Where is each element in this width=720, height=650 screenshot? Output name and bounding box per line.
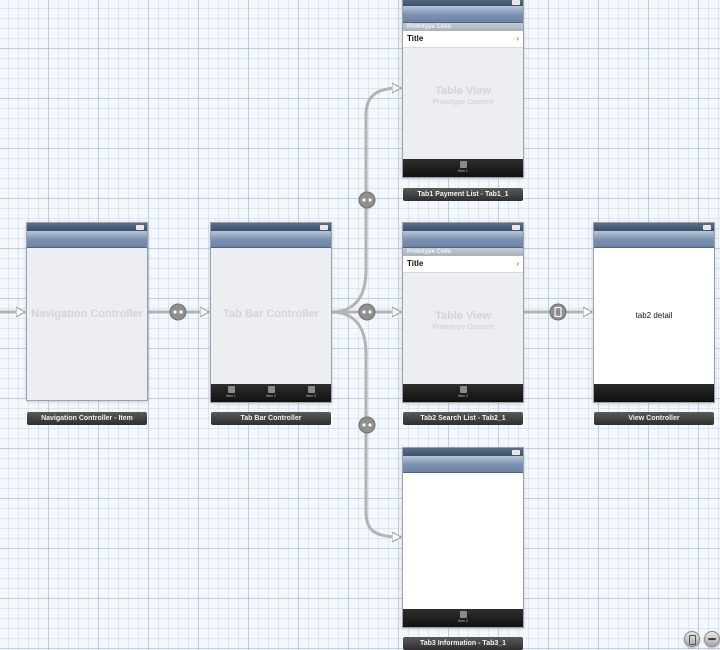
scene-tab1-payment-list[interactable]: Prototype Cells Title › Table View Proto… <box>403 0 523 177</box>
scene-tab3-information[interactable]: Item 3 <box>403 448 523 627</box>
table-view: Prototype Cells Title › Table View Proto… <box>403 248 523 384</box>
scene-label-tab1[interactable]: Tab1 Payment List - Tab1_1 <box>403 188 523 201</box>
scene-placeholder: Tab Bar Controller <box>223 308 319 320</box>
status-bar <box>403 223 523 231</box>
tab-item-icon <box>267 386 275 393</box>
scene-content: Tab Bar Controller <box>211 248 331 384</box>
tab-item-icon <box>227 386 235 393</box>
tab-item-label: Item 1 <box>226 394 236 398</box>
scene-label-tab3[interactable]: Tab3 Information - Tab3_1 <box>403 637 523 650</box>
cell-title: Title <box>407 259 424 268</box>
scene-label-view-controller[interactable]: View Controller <box>594 412 714 425</box>
scene-content <box>403 473 523 609</box>
prototype-cells-header: Prototype Cells <box>403 248 523 256</box>
scene-tab2-search-list[interactable]: Prototype Cells Title › Table View Proto… <box>403 223 523 402</box>
battery-icon <box>512 450 520 455</box>
table-view: Prototype Cells Title › Table View Proto… <box>403 23 523 159</box>
battery-icon <box>512 0 520 5</box>
scene-content: tab2 detail <box>594 248 714 384</box>
detail-label: tab2 detail <box>635 311 673 320</box>
navigation-bar <box>403 231 523 248</box>
tab-bar: Item 1 Item 2 Item 3 <box>211 384 331 402</box>
tab-item-label: Item 1 <box>458 169 468 173</box>
tab-item-label: Item 2 <box>458 394 468 398</box>
scene-label-navigation[interactable]: Navigation Controller - Item <box>27 412 147 425</box>
table-cell[interactable]: Title › <box>403 256 523 273</box>
scene-label-tab-bar[interactable]: Tab Bar Controller <box>211 412 331 425</box>
scene-navigation-controller[interactable]: Navigation Controller <box>27 223 147 400</box>
segue-badge-relationship-icon[interactable] <box>358 191 376 209</box>
battery-icon <box>703 225 711 230</box>
tab-item-label: Item 3 <box>306 394 316 398</box>
table-view-placeholder: Table View <box>435 85 491 97</box>
tab-bar-item[interactable]: Item 1 <box>216 384 246 398</box>
navigation-bar <box>27 231 147 248</box>
tab-bar: Item 3 <box>403 609 523 627</box>
prototype-cells-header: Prototype Cells <box>403 23 523 31</box>
segue-tabbar-to-tab3[interactable] <box>329 310 400 537</box>
chevron-right-icon: › <box>516 259 519 268</box>
zoom-out-icon[interactable] <box>704 631 720 647</box>
segue-badges <box>169 191 567 434</box>
navigation-bar <box>211 231 331 248</box>
navigation-bar <box>594 231 714 248</box>
segue-tabbar-to-tab1[interactable] <box>329 88 400 314</box>
status-bar <box>594 223 714 231</box>
tab-bar: Item 2 <box>403 384 523 402</box>
battery-icon <box>136 225 144 230</box>
table-cell[interactable]: Title › <box>403 31 523 48</box>
scene-view-controller[interactable]: tab2 detail <box>594 223 714 402</box>
segue-badge-push-icon[interactable] <box>549 303 567 321</box>
battery-icon <box>320 225 328 230</box>
scene-tab-bar-controller[interactable]: Tab Bar Controller Item 1 Item 2 Item 3 <box>211 223 331 402</box>
tab-bar: Item 1 <box>403 159 523 177</box>
tab-item-icon <box>307 386 315 393</box>
zoom-fit-icon[interactable] <box>684 631 700 647</box>
battery-icon <box>512 225 520 230</box>
table-view-placeholder: Table View <box>435 310 491 322</box>
scene-label-tab2[interactable]: Tab2 Search List - Tab2_1 <box>403 412 523 425</box>
bottom-bar <box>594 384 714 402</box>
tab-item-icon <box>459 161 467 168</box>
table-view-placeholder-sub: Prototype Content <box>432 324 494 331</box>
status-bar <box>403 0 523 6</box>
cell-title: Title <box>407 34 424 43</box>
tab-item-icon <box>459 611 467 618</box>
segue-badge-relationship-icon[interactable] <box>358 416 376 434</box>
status-bar <box>403 448 523 456</box>
tab-item-label: Item 3 <box>458 619 468 623</box>
table-view-placeholder-sub: Prototype Content <box>432 99 494 106</box>
navigation-bar <box>403 6 523 23</box>
scene-content: Navigation Controller <box>27 248 147 400</box>
status-bar <box>211 223 331 231</box>
tab-bar-item[interactable]: Item 3 <box>448 609 478 623</box>
tab-bar-item[interactable]: Item 2 <box>256 384 286 398</box>
tab-bar-item[interactable]: Item 3 <box>296 384 326 398</box>
scene-placeholder: Navigation Controller <box>31 308 143 320</box>
segue-badge-relationship-icon[interactable] <box>169 303 187 321</box>
tab-item-label: Item 2 <box>266 394 276 398</box>
status-bar <box>27 223 147 231</box>
navigation-bar <box>403 456 523 473</box>
tab-item-icon <box>459 386 467 393</box>
chevron-right-icon: › <box>516 34 519 43</box>
tab-bar-item[interactable]: Item 1 <box>448 159 478 173</box>
tab-bar-item[interactable]: Item 2 <box>448 384 478 398</box>
segue-badge-relationship-icon[interactable] <box>358 303 376 321</box>
